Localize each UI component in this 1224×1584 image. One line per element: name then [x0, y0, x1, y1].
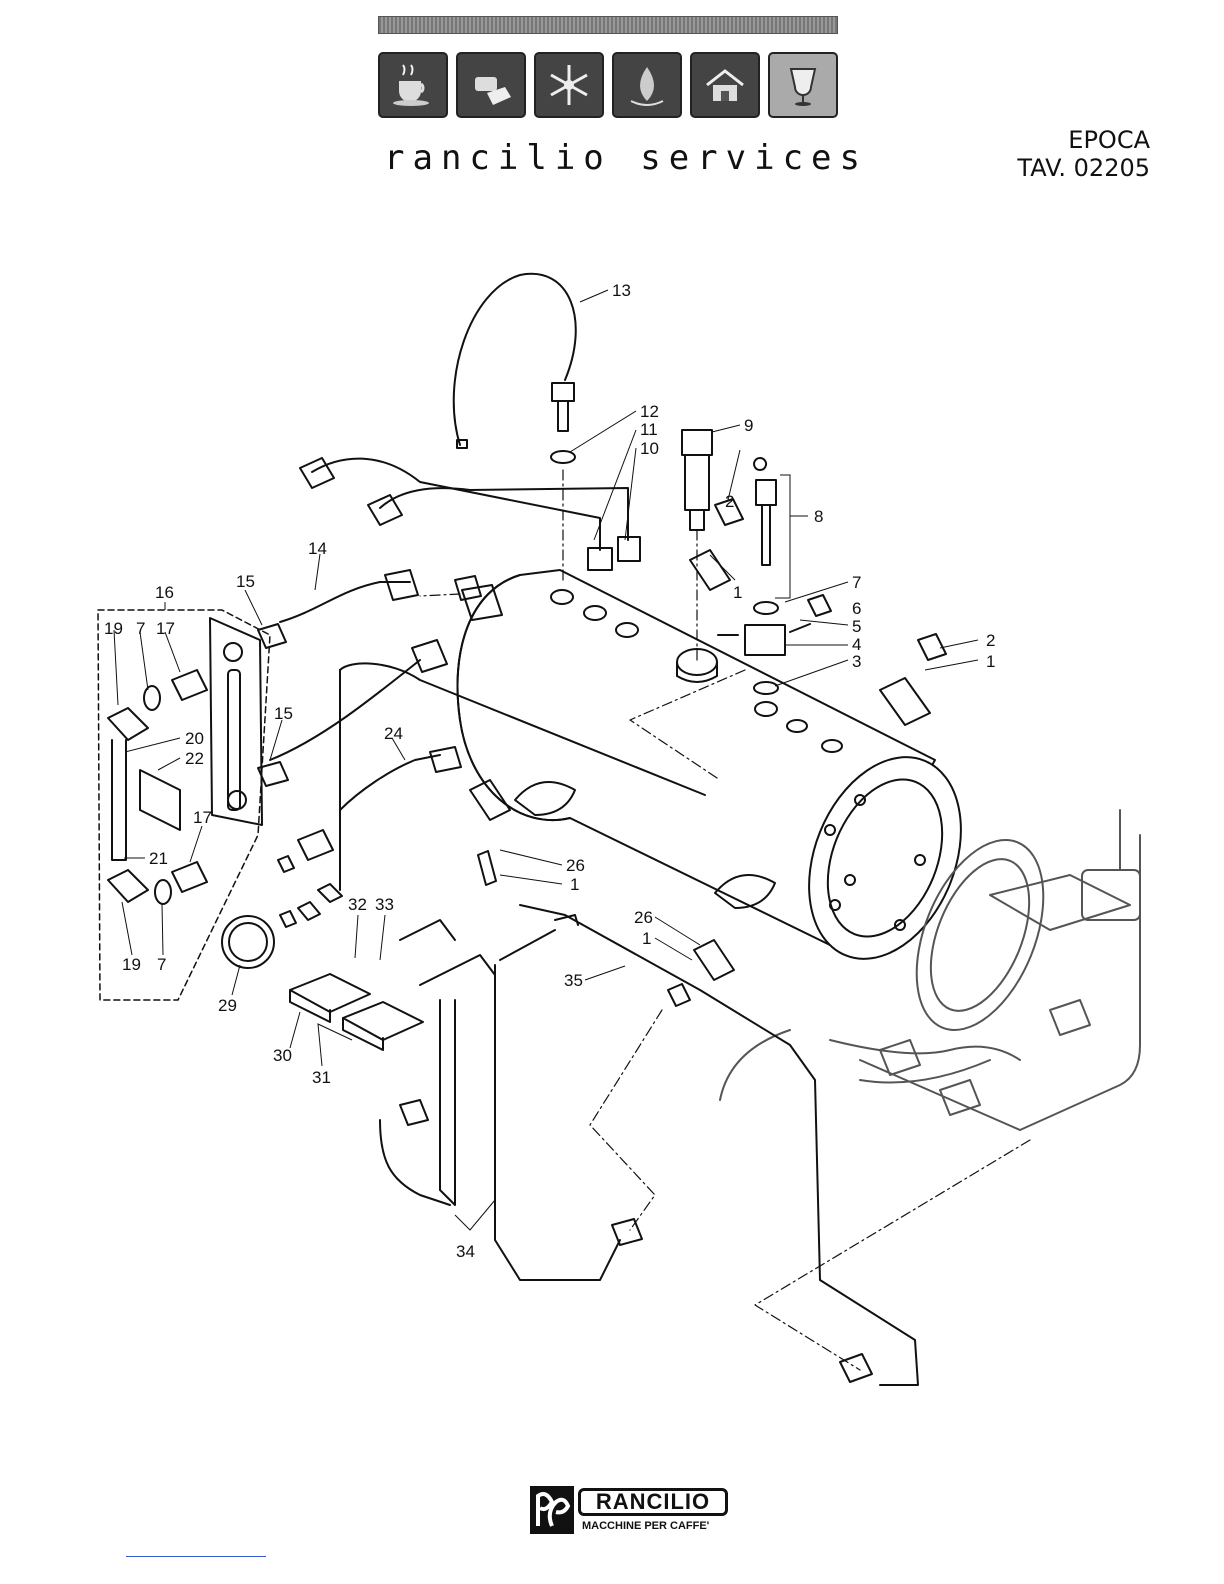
callout-1-right: 1 [986, 652, 995, 671]
callout-15-top: 15 [236, 572, 255, 591]
footer-rule [126, 1556, 266, 1557]
callout-2-top: 2 [725, 492, 734, 511]
callout-15-bottom: 15 [274, 704, 293, 723]
callout-2-right: 2 [986, 631, 995, 650]
callout-19-bottom: 19 [122, 955, 141, 974]
callout-12: 12 [640, 402, 659, 421]
callout-1-lower: 1 [642, 929, 651, 948]
callout-13: 13 [612, 281, 631, 300]
callout-33: 33 [375, 895, 394, 914]
callout-29: 29 [218, 996, 237, 1015]
callout-7-bottom: 7 [157, 955, 166, 974]
callout-26-left: 26 [566, 856, 585, 875]
callout-11: 11 [640, 420, 658, 439]
callout-1-top: 1 [733, 583, 742, 602]
callout-32: 32 [348, 895, 367, 914]
callout-20: 20 [185, 729, 204, 748]
callout-31: 31 [312, 1068, 331, 1087]
callout-7-left: 7 [136, 619, 145, 638]
rancilio-logo: RANCILIO MACCHINE PER CAFFE' [530, 1486, 732, 1536]
logo-tagline: MACCHINE PER CAFFE' [582, 1520, 709, 1532]
callout-16: 16 [155, 583, 174, 602]
callout-3: 3 [852, 652, 861, 671]
boiler [458, 570, 990, 982]
callout-30: 30 [273, 1046, 292, 1065]
callout-7-top: 7 [852, 573, 861, 592]
callout-24: 24 [384, 724, 403, 743]
rancilio-mark-icon [530, 1486, 574, 1534]
callout-14: 14 [308, 539, 327, 558]
callout-8: 8 [814, 507, 823, 526]
logo-wordmark: RANCILIO [578, 1488, 728, 1516]
callout-5: 5 [852, 617, 861, 636]
callout-34: 34 [456, 1242, 475, 1261]
callout-21: 21 [149, 849, 168, 868]
callout-6: 6 [852, 599, 861, 618]
callout-22: 22 [185, 749, 204, 768]
callout-26-right: 26 [634, 908, 653, 927]
callout-10: 10 [640, 439, 659, 458]
callout-9: 9 [744, 416, 753, 435]
callout-1-mid: 1 [570, 875, 579, 894]
callout-17-bottom: 17 [193, 808, 212, 827]
callout-19-top: 19 [104, 619, 123, 638]
callout-17-top: 17 [156, 619, 175, 638]
callout-35: 35 [564, 971, 583, 990]
